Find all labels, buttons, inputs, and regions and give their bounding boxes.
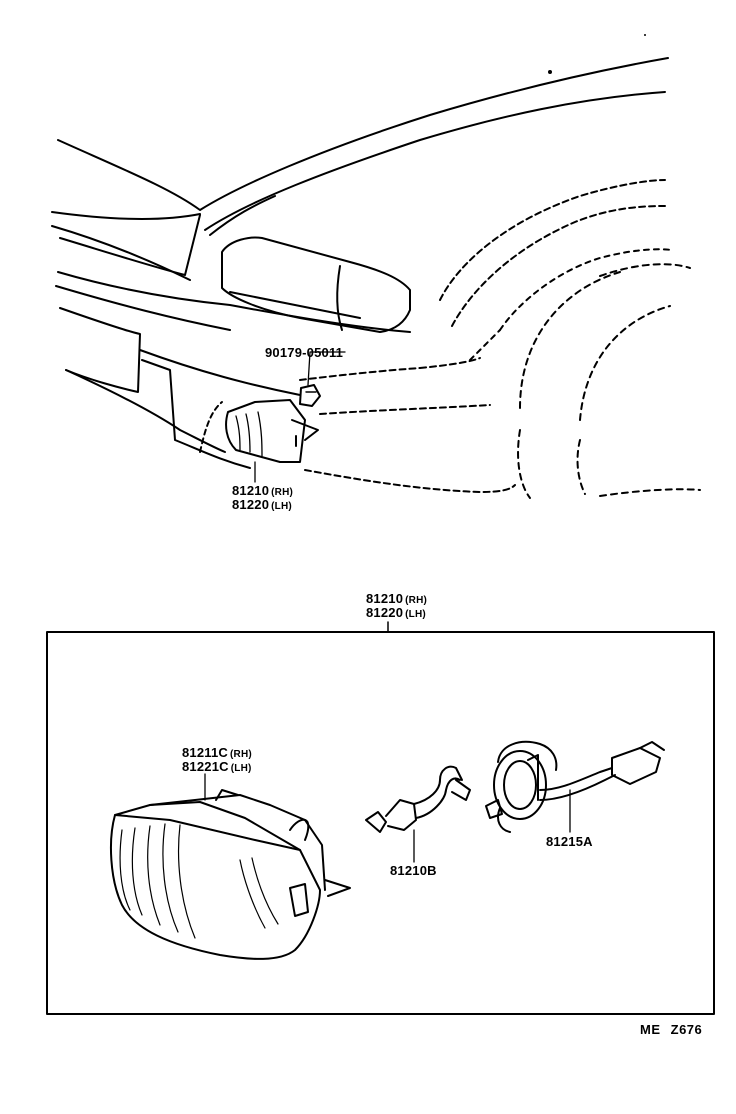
lamp-unit-rh-side: (RH): [230, 749, 252, 760]
fog-lamp-upper-label-lh: 81220(LH): [232, 498, 292, 514]
diagram-ref-code: Z676: [670, 1022, 703, 1037]
speck-mark: [644, 34, 646, 36]
fog-lamp-upper-rh-side: (RH): [271, 487, 294, 498]
socket-harness-illustration-icon: [485, 740, 665, 833]
fog-lamp-illustration-icon: [225, 399, 319, 463]
fog-lamp-box-lh-part: 81220: [366, 605, 404, 620]
lamp-unit-lh-side: (LH): [230, 763, 252, 774]
fog-lamp-box-lh-side: (LH): [405, 609, 426, 620]
lamp-unit-illustration-icon: [109, 789, 351, 960]
speck-mark: [548, 70, 552, 74]
nut-part-number: 90179-05011: [265, 345, 344, 360]
nut-leader-line: [307, 351, 346, 386]
lamp-unit-rh-part: 81211C: [182, 745, 229, 760]
bulb-part-number: 81210B: [390, 863, 437, 878]
fog-lamp-box-rh-side: (RH): [405, 595, 428, 606]
fog-lamp-box-label-rh: 81210(RH): [366, 592, 427, 608]
bulb-part-label: 81210B: [390, 864, 437, 878]
fog-lamp-box-rh-part: 81210: [366, 591, 404, 606]
bulb-illustration-icon: [365, 765, 471, 833]
fog-lamp-box-label-lh: 81220(LH): [366, 606, 426, 622]
vehicle-front-corner-illustration-icon: [51, 57, 701, 499]
lamp-unit-lh-part: 81221C: [182, 759, 229, 774]
fog-lamp-assembly-box: [46, 631, 715, 1015]
diagram-reference: ME Z676: [640, 1022, 702, 1037]
fog-lamp-upper-rh-part: 81210: [232, 483, 270, 498]
lamp-unit-label-lh: 81221C(LH): [182, 760, 252, 776]
socket-part-label: 81215A: [546, 835, 593, 849]
lamp-unit-label-rh: 81211C(RH): [182, 746, 252, 762]
fog-lamp-upper-lh-side: (LH): [271, 501, 292, 512]
diagram-ref-prefix: ME: [640, 1022, 661, 1037]
fog-lamp-upper-lh-part: 81220: [232, 497, 270, 512]
nut-illustration-icon: [299, 384, 321, 407]
socket-part-number: 81215A: [546, 834, 593, 849]
nut-part-label: 90179-05011: [265, 346, 343, 360]
fog-lamp-upper-label-rh: 81210(RH): [232, 484, 293, 500]
